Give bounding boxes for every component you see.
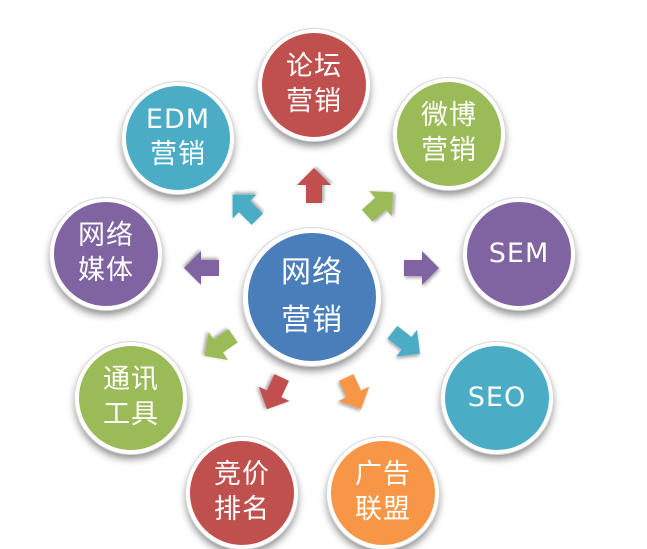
hub-label-line-1: 网络 bbox=[281, 255, 343, 290]
arrow-to-alliance bbox=[338, 374, 370, 410]
hub-node-network-marketing: 网络 营销 bbox=[243, 228, 381, 366]
node-weibo-marketing: 微博 营销 bbox=[393, 78, 505, 190]
node-bid-ranking: 竞价 排名 bbox=[186, 437, 298, 549]
arrow-to-edm bbox=[232, 194, 263, 225]
node-weibo-line-1: 微博 bbox=[421, 100, 477, 132]
node-sem: SEM bbox=[463, 198, 575, 310]
arrow-to-weibo bbox=[361, 191, 394, 222]
node-messaging-tools-line-1: 通讯 bbox=[103, 364, 159, 396]
node-web-media: 网络 媒体 bbox=[50, 198, 162, 310]
node-seo: SEO bbox=[441, 342, 553, 454]
arrow-to-bidding bbox=[258, 374, 290, 410]
node-ad-alliance-line-2: 联盟 bbox=[355, 494, 411, 525]
node-forum-line-1: 论坛 bbox=[286, 51, 342, 83]
node-edm-line-1: EDM bbox=[145, 104, 211, 136]
node-weibo-line-2: 营销 bbox=[421, 135, 477, 166]
node-bid-ranking-line-2: 排名 bbox=[214, 494, 270, 525]
node-forum-line-2: 营销 bbox=[286, 86, 342, 117]
node-ad-alliance-line-1: 广告 bbox=[355, 459, 411, 491]
node-sem-line-1: SEM bbox=[488, 237, 550, 269]
node-edm-marketing: EDM 营销 bbox=[122, 82, 234, 194]
arrow-to-im bbox=[204, 329, 238, 361]
node-edm-line-2: 营销 bbox=[150, 139, 206, 170]
hub-label-line-2: 营销 bbox=[281, 303, 343, 338]
node-messaging-tools: 通讯 工具 bbox=[75, 342, 187, 454]
arrow-to-seo bbox=[387, 325, 420, 357]
arrow-to-sem bbox=[404, 251, 439, 285]
arrow-to-media bbox=[184, 251, 219, 285]
node-seo-line-1: SEO bbox=[467, 381, 527, 413]
node-web-media-line-2: 媒体 bbox=[78, 255, 134, 286]
node-ad-alliance: 广告 联盟 bbox=[327, 437, 439, 549]
node-forum-marketing: 论坛 营销 bbox=[258, 29, 370, 141]
node-messaging-tools-line-2: 工具 bbox=[103, 399, 159, 430]
arrow-to-forum bbox=[297, 168, 331, 203]
node-bid-ranking-line-1: 竞价 bbox=[214, 459, 270, 491]
node-web-media-line-1: 网络 bbox=[78, 220, 134, 252]
